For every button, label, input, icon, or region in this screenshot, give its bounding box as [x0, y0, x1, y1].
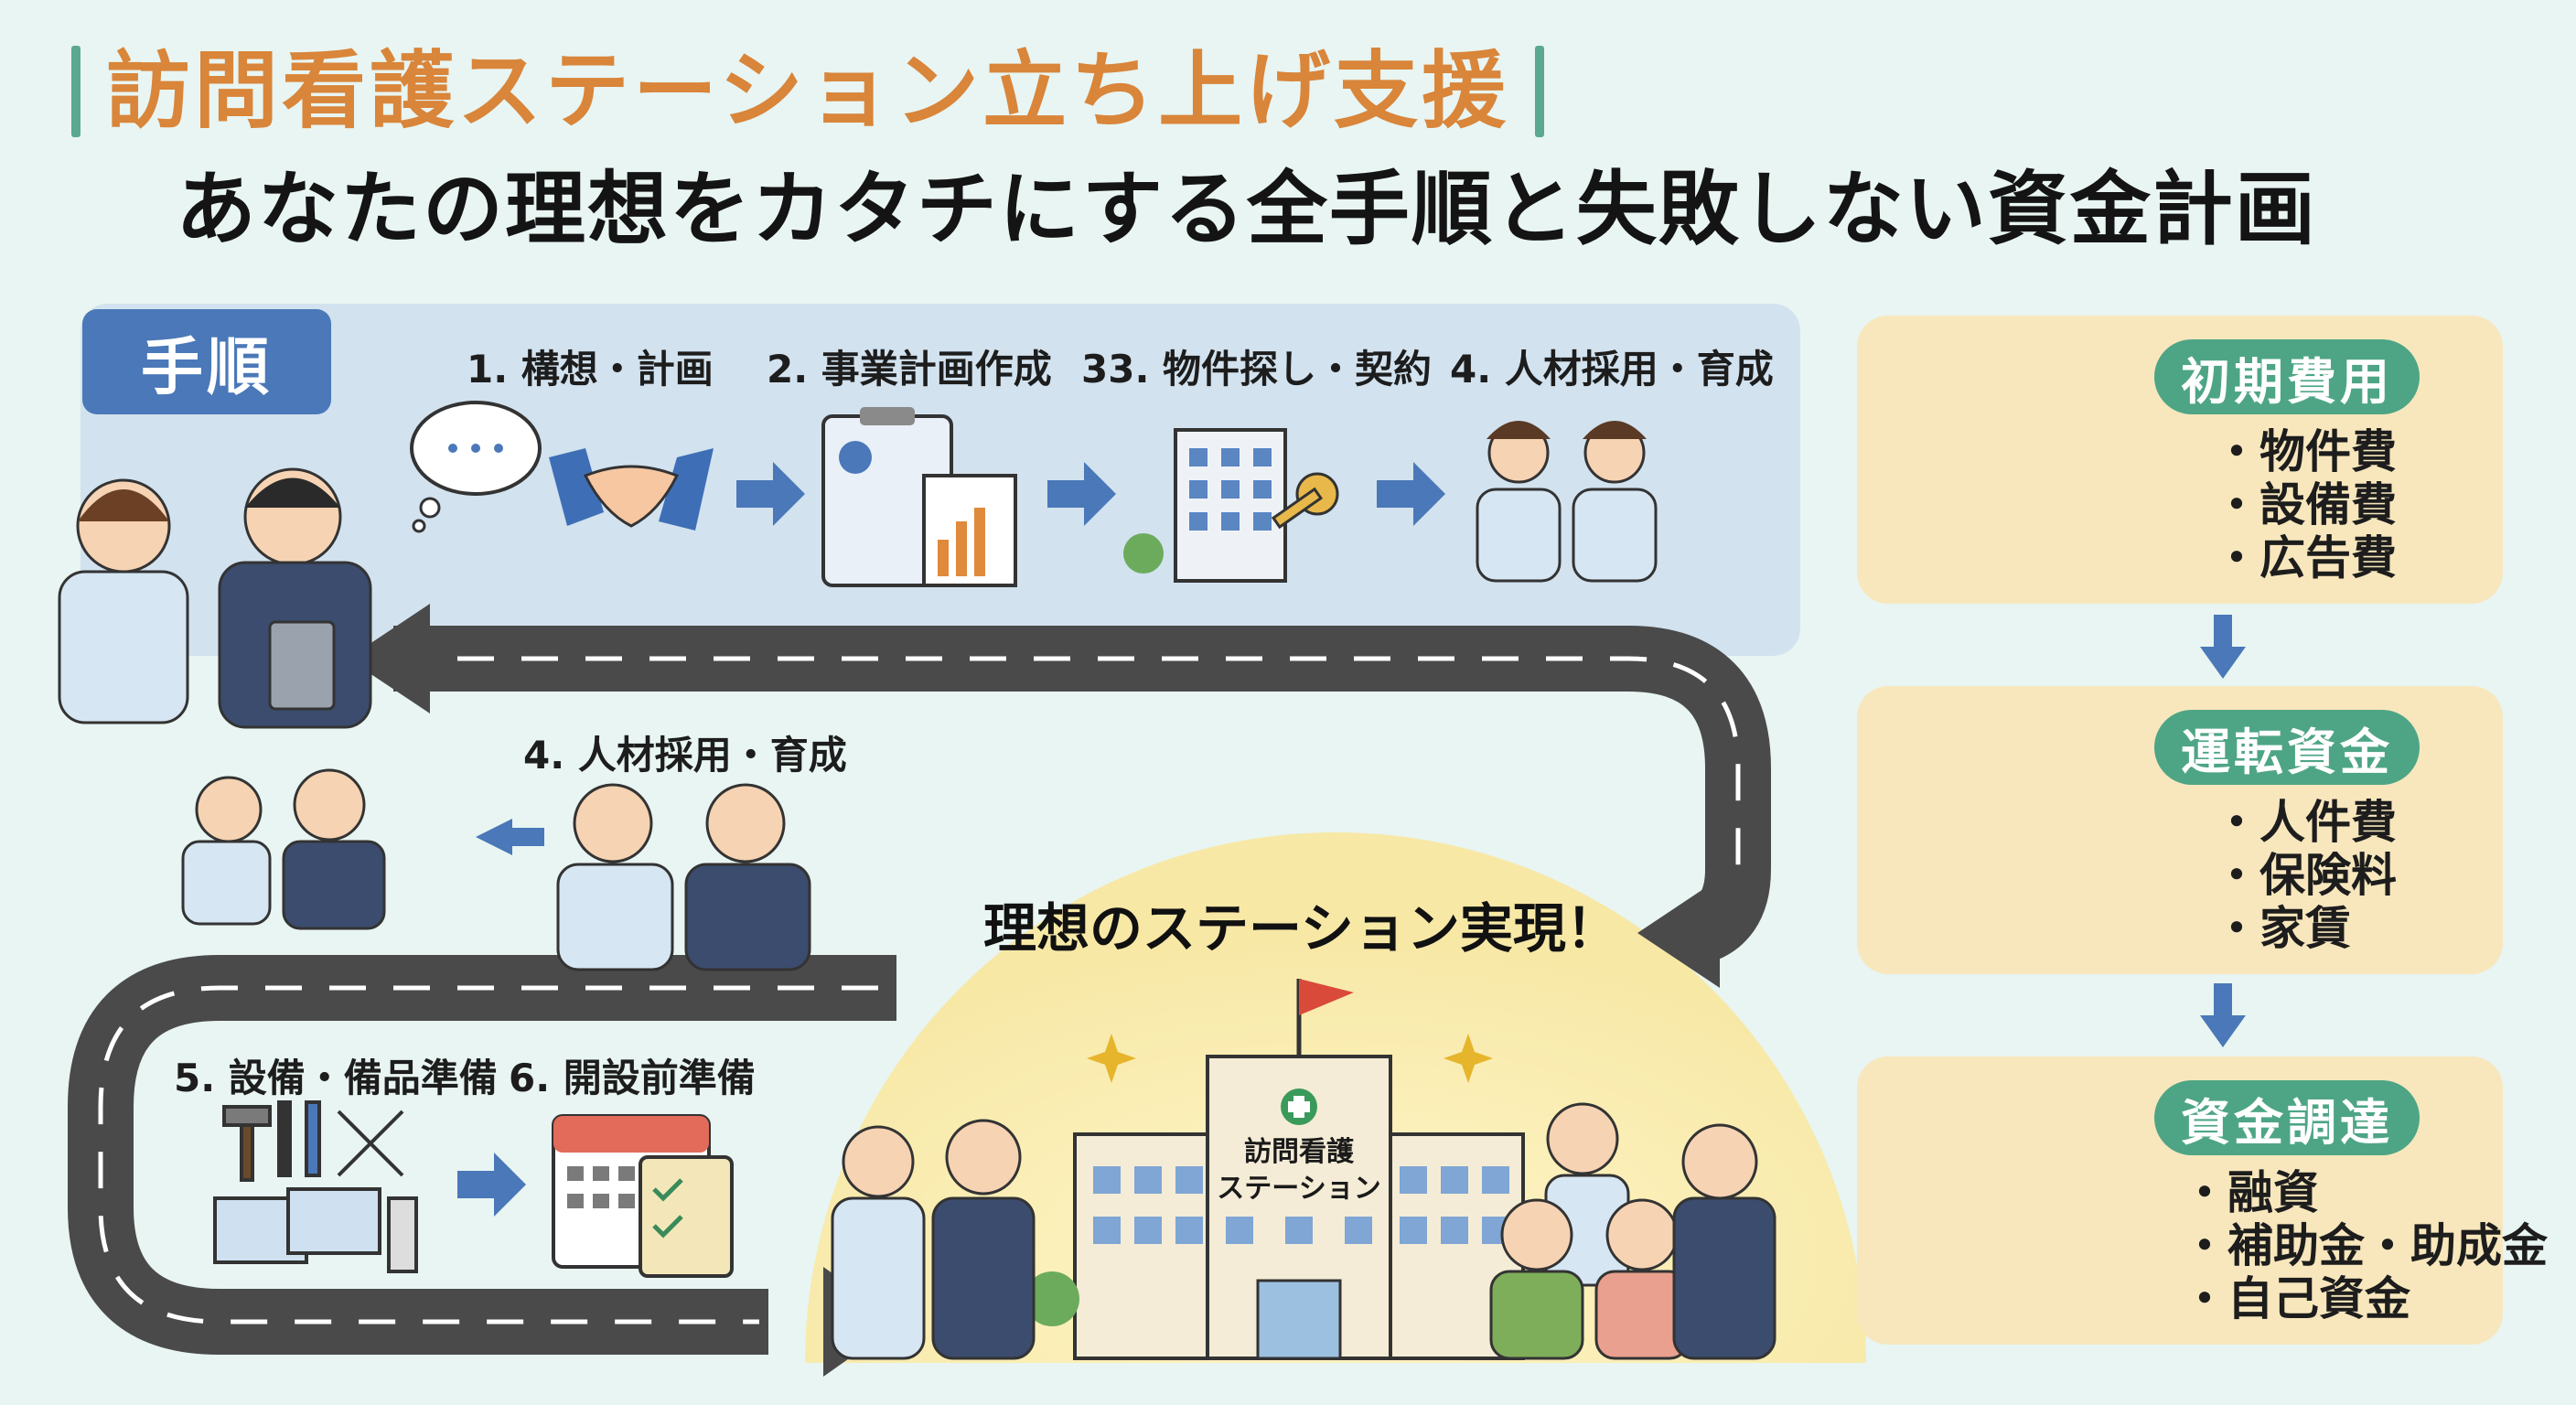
step-arrows — [457, 462, 1445, 1217]
title-right-bar — [1535, 46, 1545, 137]
funding-box-fund-raising: 資金調達 ・融資 ・補助金・助成金 ・自己資金 — [1857, 1056, 2548, 1345]
step-label-3: 33. 物件探し・契約 — [1081, 347, 1433, 391]
step-label-6: 6. 開設前準備 — [509, 1056, 756, 1100]
goal-label: 理想のステーション実現！ — [983, 897, 1619, 960]
road-arrowhead-left — [348, 604, 430, 713]
road-arrowhead-goal — [1637, 878, 1720, 988]
nurses-icon — [1476, 421, 1658, 583]
step-label-5: 5. 設備・備品準備 — [174, 1056, 498, 1100]
funding-title-operating: 運転資金 — [2154, 710, 2420, 785]
nurse-and-manager-illustration — [58, 467, 372, 729]
calendar-icon — [552, 1114, 734, 1278]
page-title: 訪問看護ステーション立ち上げ支援 — [106, 42, 1510, 140]
handshake-icon — [549, 448, 714, 531]
page-subtitle: あなたの理想をカタチにする全手順と失敗しない資金計画 — [176, 162, 2317, 256]
business-plan-icon — [821, 407, 1017, 587]
title-bar: 訪問看護ステーション立ち上げ支援 — [71, 37, 1545, 146]
station-building-illustration — [1025, 979, 1573, 1360]
step-label-4: 4. 人材採用・育成 — [1450, 347, 1774, 391]
list-item: ・補助金・助成金 — [2182, 1219, 2548, 1272]
station-sign-line-2: ステーション — [1217, 1173, 1381, 1205]
list-item: ・家賃 — [2214, 902, 2351, 955]
building-key-icon — [1123, 428, 1339, 583]
step-label-2: 2. 事業計画作成 — [767, 347, 1052, 391]
funding-title-raising: 資金調達 — [2154, 1080, 2420, 1155]
funding-box-operating-funds: 運転資金 ・人件費 ・保険料 ・家賃 — [1857, 686, 2503, 974]
title-left-bar — [71, 46, 80, 137]
down-arrow-1 — [2200, 615, 2246, 679]
road-upper — [348, 604, 1771, 988]
list-item: ・広告費 — [2214, 531, 2397, 585]
funding-box-initial-costs: 初期費用 ・物件費 ・設備費 ・広告費 — [1857, 316, 2503, 604]
funding-list-initial: ・物件費 ・設備費 ・広告費 — [2214, 425, 2397, 585]
step-label-1: 1. 構想・計画 — [467, 347, 714, 391]
down-arrow-2 — [2200, 983, 2246, 1047]
list-item: ・人件費 — [2214, 796, 2397, 849]
list-item: ・融資 — [2182, 1166, 2319, 1219]
funding-title-initial: 初期費用 — [2154, 339, 2420, 414]
tools-icon — [213, 1100, 418, 1273]
list-item: ・設備費 — [2214, 478, 2397, 531]
station-team-illustration — [831, 1102, 1776, 1360]
list-item: ・保険料 — [2214, 849, 2397, 902]
list-item: ・物件費 — [2214, 425, 2397, 478]
sparkle-icons — [1087, 1034, 1493, 1083]
funding-list-raising: ・融資 ・補助金・助成金 ・自己資金 — [2182, 1166, 2548, 1325]
list-item: ・自己資金 — [2182, 1272, 2410, 1325]
steps-badge: 手順 — [82, 309, 331, 414]
step-label-4-middle: 4. 人材採用・育成 — [523, 733, 847, 778]
station-sign-line-1: 訪問看護 — [1244, 1136, 1354, 1168]
staff-training-illustration — [181, 768, 811, 971]
funding-list-operating: ・人件費 ・保険料 ・家賃 — [2214, 796, 2397, 955]
station-sign: 訪問看護 ステーション — [1212, 1134, 1386, 1207]
thought-bubble-icon — [410, 401, 542, 533]
